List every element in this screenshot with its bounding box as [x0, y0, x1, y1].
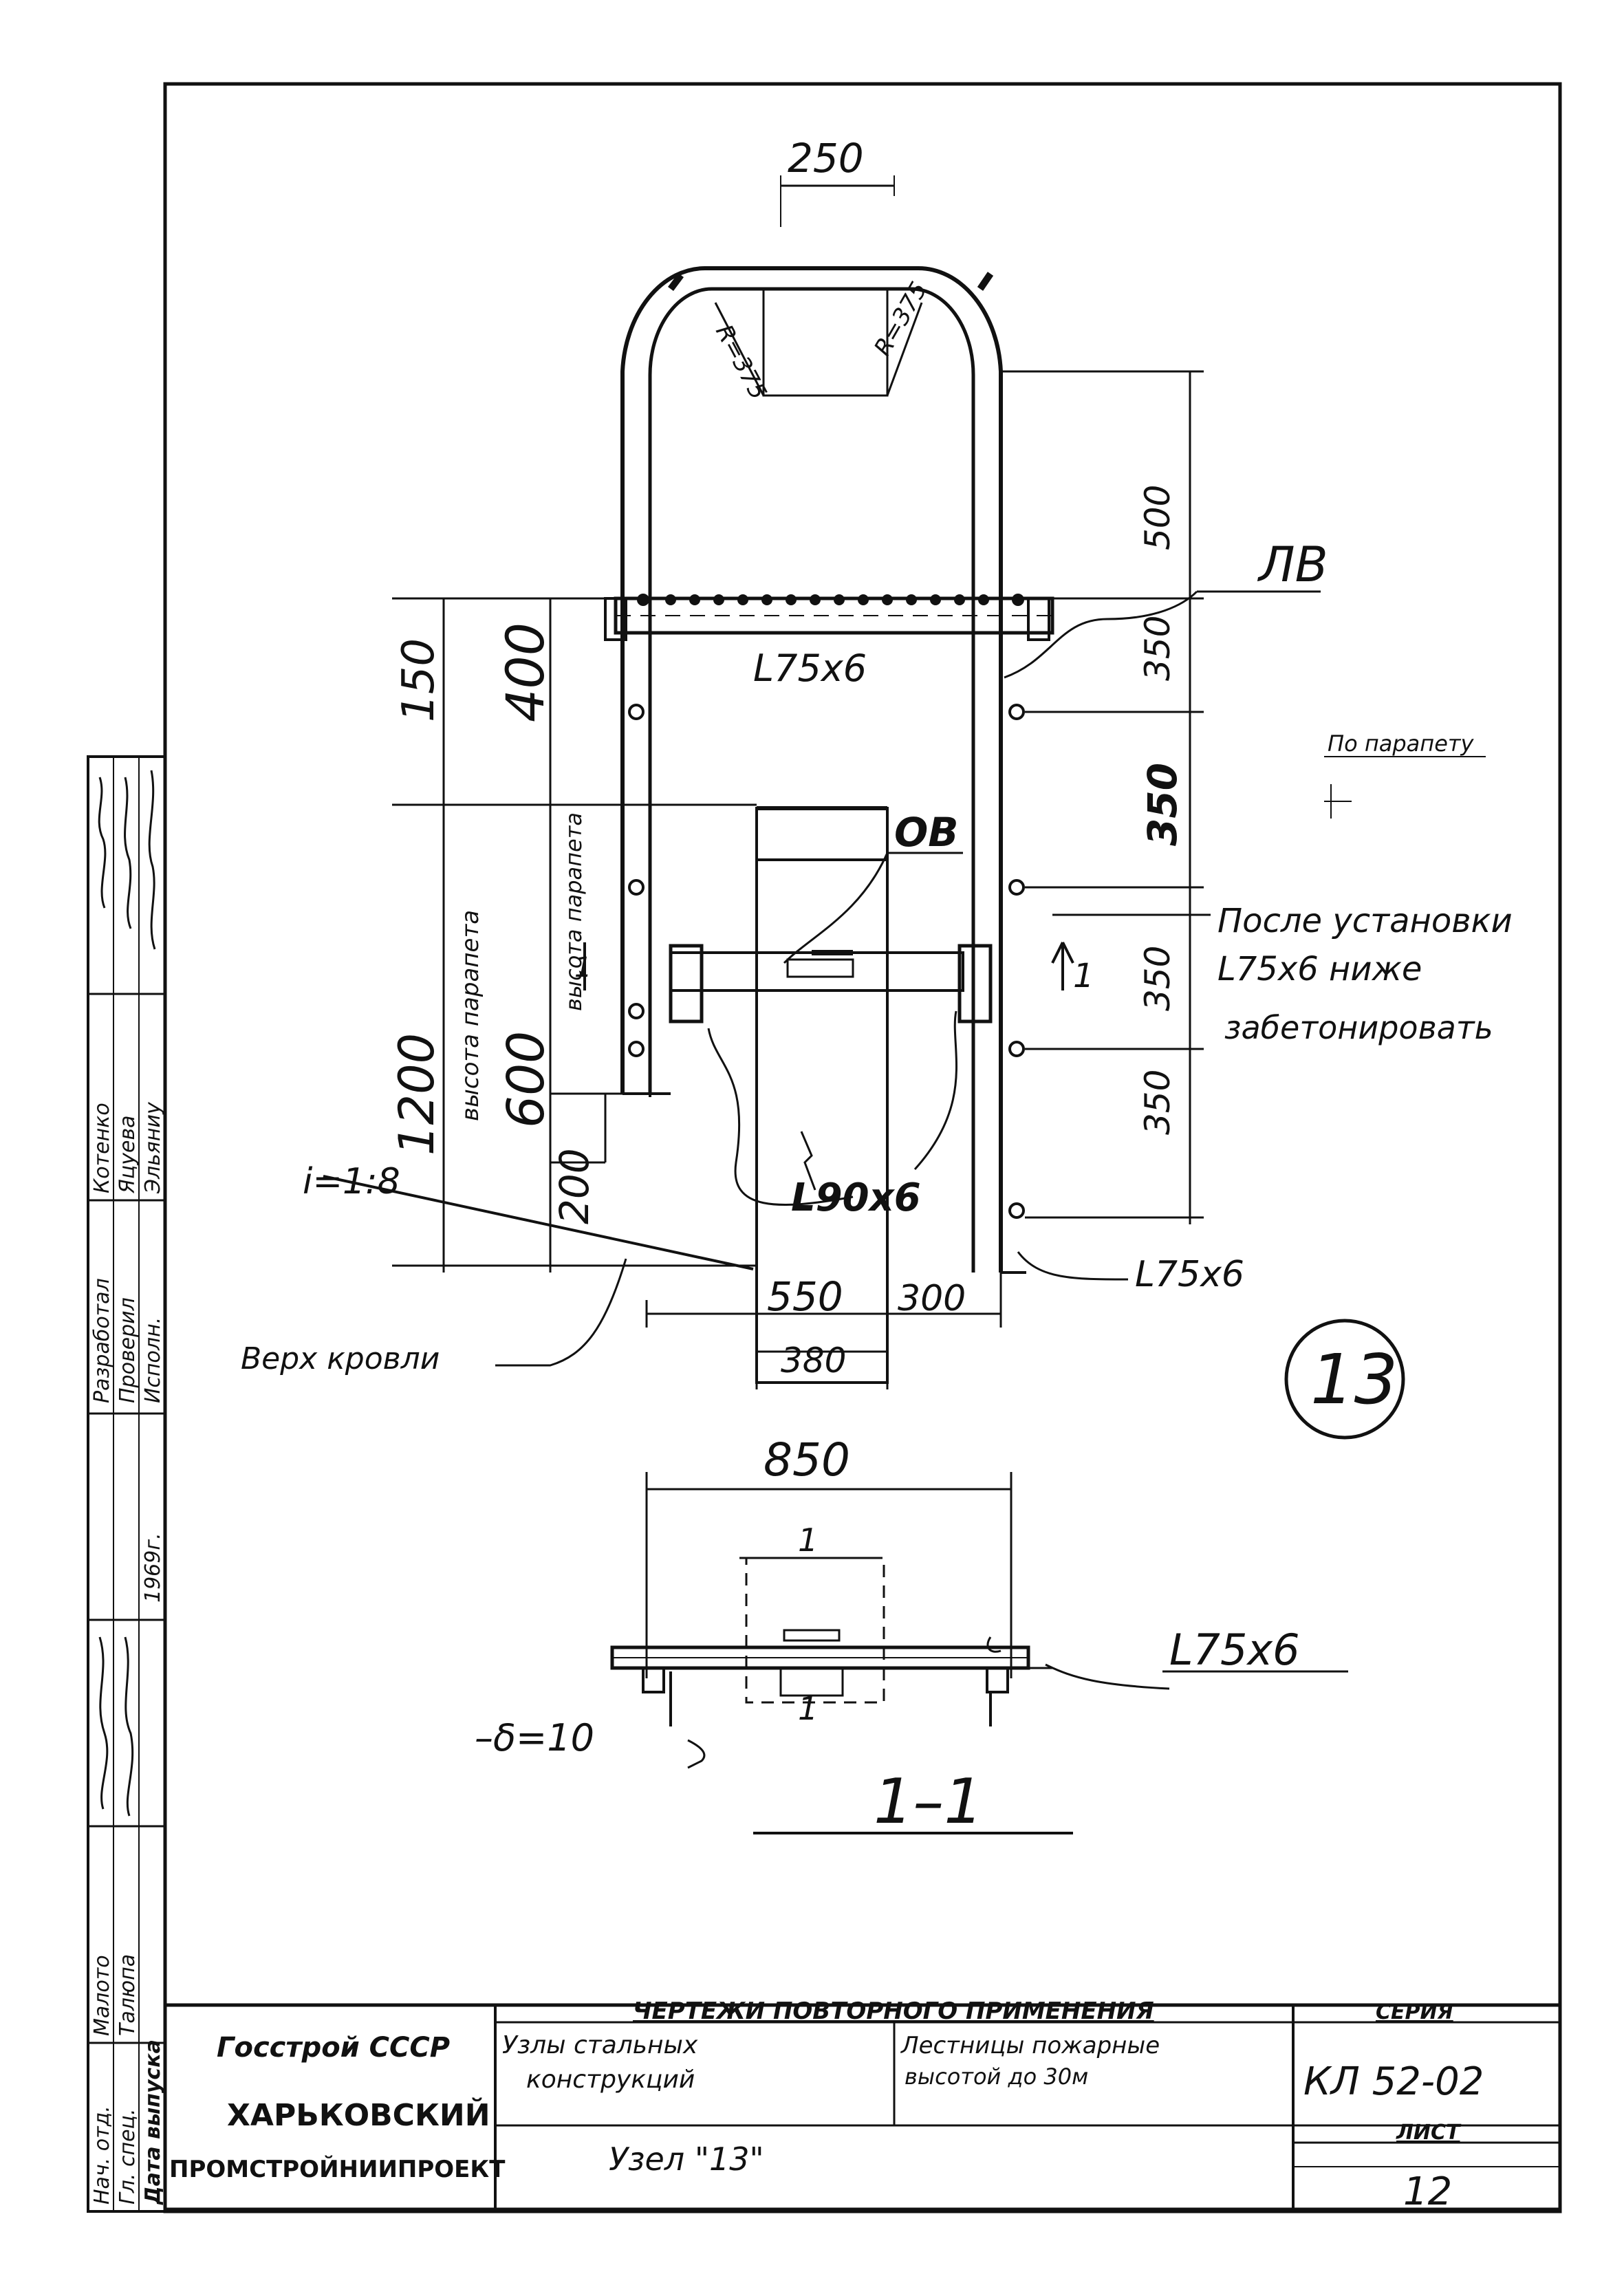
label-slope: i=1:8: [303, 1161, 400, 1202]
lv-leader: [1004, 590, 1198, 679]
stamp-role-3: Исполн.: [141, 1317, 165, 1403]
stamp-name-2: Яцуева: [116, 1115, 140, 1194]
dim-right-350-a: 350: [1138, 616, 1178, 681]
section-mark-bottom: 1: [798, 1690, 818, 1727]
label-parapet-note: По парапету: [1328, 730, 1475, 757]
title-header: ЧЕРТЕЖИ ПОВТОРНОГО ПРИМЕНЕНИЯ: [633, 1997, 1154, 2025]
stamp-name-3: Эльяниу: [141, 1101, 165, 1194]
note-line-1: После установки: [1217, 902, 1513, 940]
label-lv: ЛВ: [1257, 537, 1328, 593]
side-stamp: Разработал Проверил Исполн. Нач. отд. Гл…: [87, 755, 166, 2213]
subject-line-2: конструкций: [526, 2066, 695, 2094]
right-dimensions: [1001, 370, 1204, 1224]
org-line-2: ХАРЬКОВСКИЙ: [227, 2097, 490, 2133]
dim-right-500: 500: [1138, 485, 1178, 550]
ladder-elevation: [604, 175, 1054, 1384]
section-title: 1–1: [874, 1766, 984, 1838]
dim-left-150: 150: [393, 638, 444, 722]
section-plate: –δ=10: [475, 1716, 594, 1759]
node-title: Узел "13": [609, 2141, 764, 2178]
signature-scribbles: [98, 770, 156, 1817]
left-dimensions: [392, 597, 757, 1273]
dim-bottom-380: 380: [781, 1341, 846, 1380]
roof-slope-line: [323, 1175, 754, 1270]
section-mark-right: [1051, 942, 1074, 990]
section-mark-top: 1: [798, 1522, 818, 1559]
dim-right-350-d: 350: [1138, 1070, 1178, 1135]
section-width: 850: [764, 1433, 850, 1486]
angle-leader: [1017, 1251, 1129, 1281]
stamp-name-5: Талюпа: [116, 1954, 140, 2036]
stamp-role-6: Дата выпуска: [141, 2039, 165, 2205]
stamp-role-2: Проверил: [116, 1297, 140, 1403]
dim-left-1200: 1200: [389, 1033, 445, 1156]
dim-bottom-550: 550: [767, 1273, 843, 1320]
dim-top-width: 250: [788, 135, 864, 182]
label-angle-bottom: L75x6: [1135, 1254, 1244, 1295]
roof-leader: [495, 1258, 627, 1367]
stairs-line-2: высотой до 30м: [905, 2064, 1088, 2090]
stamp-role-1: Разработал: [90, 1278, 114, 1403]
org-line-1: Госстрой СССР: [217, 2032, 450, 2064]
sheet-label: ЛИСТ: [1396, 2121, 1462, 2145]
label-angle-mid: L90x6: [791, 1176, 921, 1220]
subject-line-1: Узлы стальных: [502, 2031, 698, 2059]
dim-bottom-300: 300: [898, 1278, 966, 1319]
label-section-mark-right: 1: [1073, 957, 1094, 995]
sheet-value: 12: [1403, 2169, 1452, 2214]
drawing-frame: [163, 82, 1562, 2211]
label-roof-top: Верх кровли: [241, 1341, 440, 1376]
dim-right-350-c: 350: [1138, 946, 1178, 1011]
dim-left-600: 600: [497, 1031, 556, 1128]
title-block: Госстрой СССР ХАРЬКОВСКИЙ ПРОМСТРОЙНИИПР…: [163, 1997, 1562, 2214]
section-1-1-drawing: [610, 1472, 1348, 1834]
dim-left-400: 400: [495, 622, 556, 722]
stamp-role-4: Нач. отд.: [90, 2105, 114, 2205]
dim-right-350-b: 350: [1139, 763, 1186, 846]
stamp-name-4: Малото: [90, 1955, 114, 2036]
org-line-3: ПРОМСТРОЙНИИПРОЕКТ: [169, 2155, 506, 2183]
node-circle: [1284, 1319, 1405, 1440]
ov-leader: [783, 852, 889, 964]
series-label: СЕРИЯ: [1376, 2000, 1453, 2024]
label-ov: ОВ: [894, 809, 959, 856]
node-number: 13: [1310, 1339, 1398, 1420]
stamp-role-5: Гл. спец.: [116, 2109, 140, 2205]
stamp-name-6: 1969г.: [141, 1533, 165, 1603]
dim-left-200: 200: [551, 1148, 598, 1224]
note-line-3: забетонировать: [1224, 1009, 1493, 1046]
stamp-name-1: Котенко: [90, 1103, 114, 1193]
section-angle: L75x6: [1169, 1625, 1300, 1675]
bottom-dimensions: [645, 1266, 1002, 1389]
label-angle-top: L75x6: [753, 647, 867, 690]
note-line-2: L75x6 ниже: [1217, 950, 1422, 988]
label-height-parapet-2: высота парапета: [561, 812, 587, 1011]
series-value: КЛ 52-02: [1303, 2059, 1484, 2104]
label-height-parapet-1: высота парапета: [457, 910, 484, 1121]
stairs-line-1: Лестницы пожарные: [900, 2032, 1160, 2059]
label-section-mark-left: 1: [574, 952, 592, 984]
